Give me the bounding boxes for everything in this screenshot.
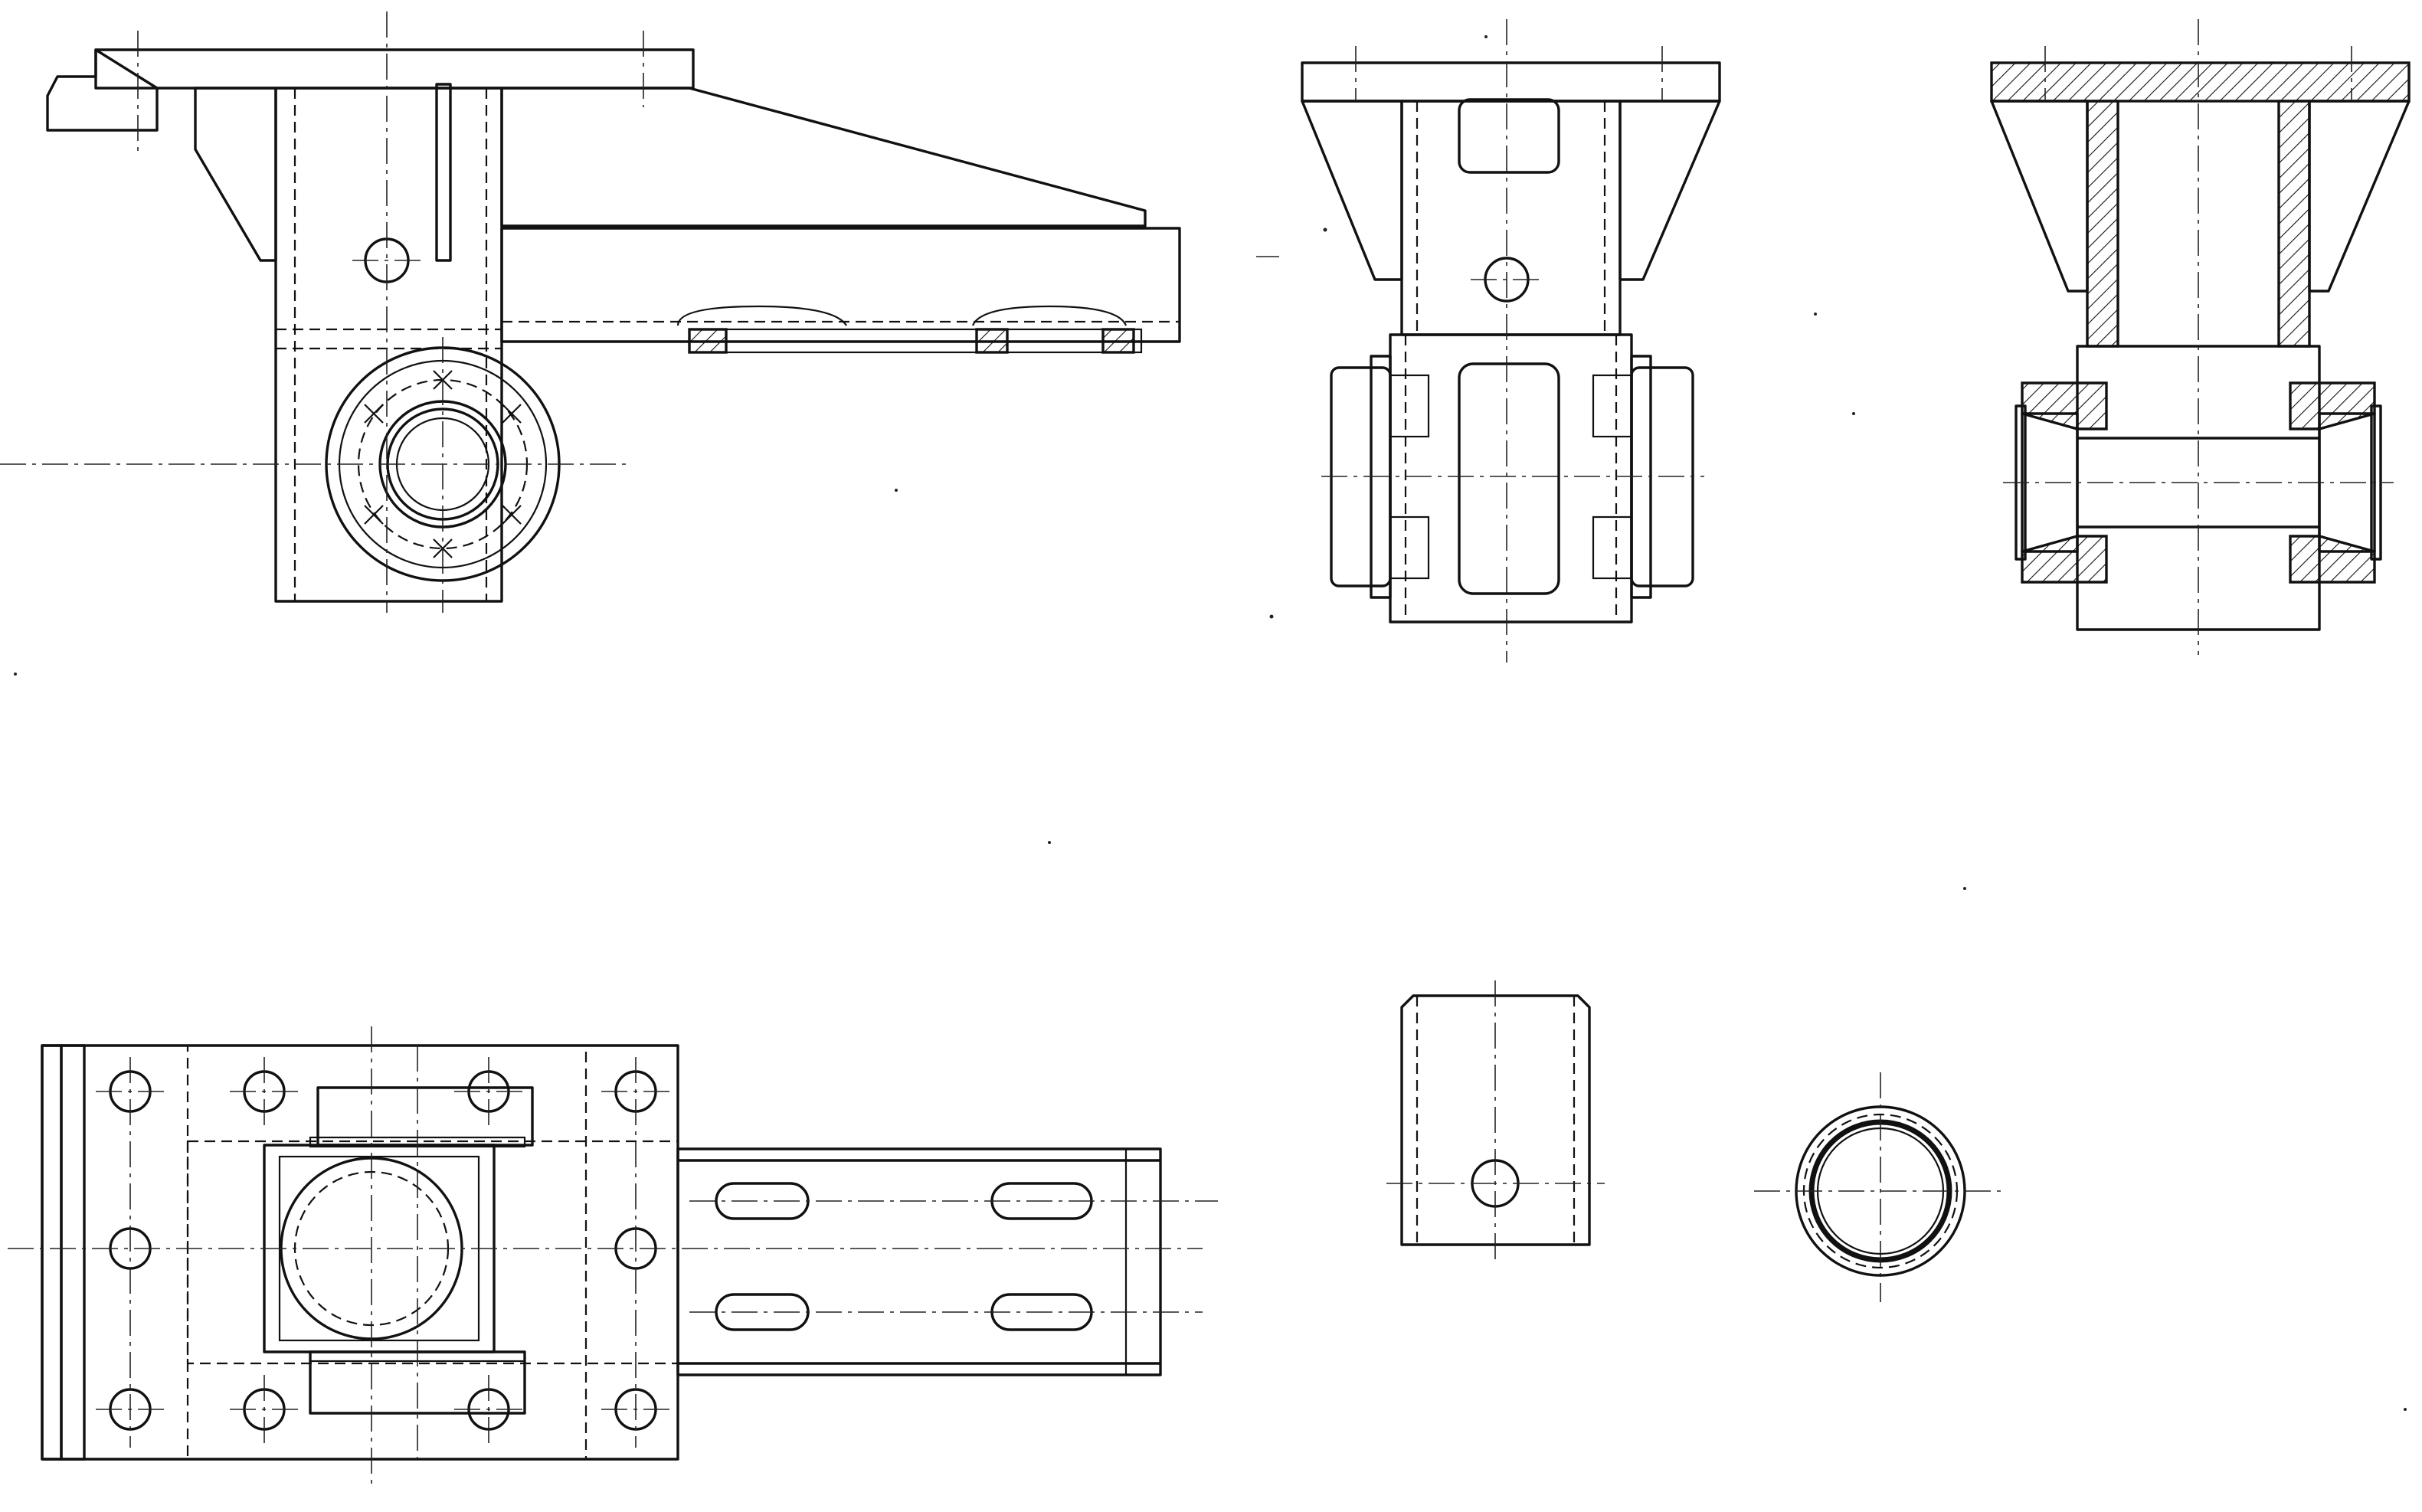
section-left-hub-bottom [2021, 535, 2108, 584]
top-upper-bearing [316, 1086, 534, 1147]
front-view [0, 11, 1279, 613]
section-right-hub-top [2289, 381, 2376, 430]
detail-bushing-side [1386, 980, 1605, 1264]
side-right-gusset [1618, 100, 1721, 281]
section-view [1990, 19, 2411, 655]
scan-specks [14, 35, 2407, 1411]
section-left-hub-top [2021, 381, 2108, 430]
top-base-plate [41, 1044, 679, 1461]
side-view [1301, 19, 1721, 663]
side-left-gusset [1301, 100, 1403, 281]
section-top-flange [1990, 61, 2411, 103]
front-left-lug [46, 48, 159, 132]
top-beam [676, 1147, 1162, 1376]
detail-bushing-end [1754, 1072, 2007, 1302]
section-left-gusset [1990, 100, 2089, 293]
front-top-flange [94, 48, 695, 90]
side-lower-window [1458, 362, 1560, 595]
section-right-wall [2277, 100, 2311, 348]
front-body-slot [435, 83, 452, 262]
front-shoe-left [676, 305, 847, 326]
top-view [8, 1026, 1218, 1486]
top-bolt-holes [109, 1070, 657, 1431]
top-slots [715, 1182, 1093, 1331]
front-left-gusset [194, 87, 277, 262]
section-right-hub-bottom [2289, 535, 2376, 584]
front-tapered-arm [500, 87, 1147, 227]
front-beam [500, 227, 1181, 343]
detail-bushing-body [1400, 994, 1591, 1246]
front-main-body [274, 87, 503, 603]
section-left-wall [2086, 100, 2119, 348]
side-top-flange [1301, 61, 1721, 103]
side-upper-window [1458, 98, 1560, 174]
section-right-gusset [2308, 100, 2411, 293]
front-shoe-right [971, 305, 1128, 326]
